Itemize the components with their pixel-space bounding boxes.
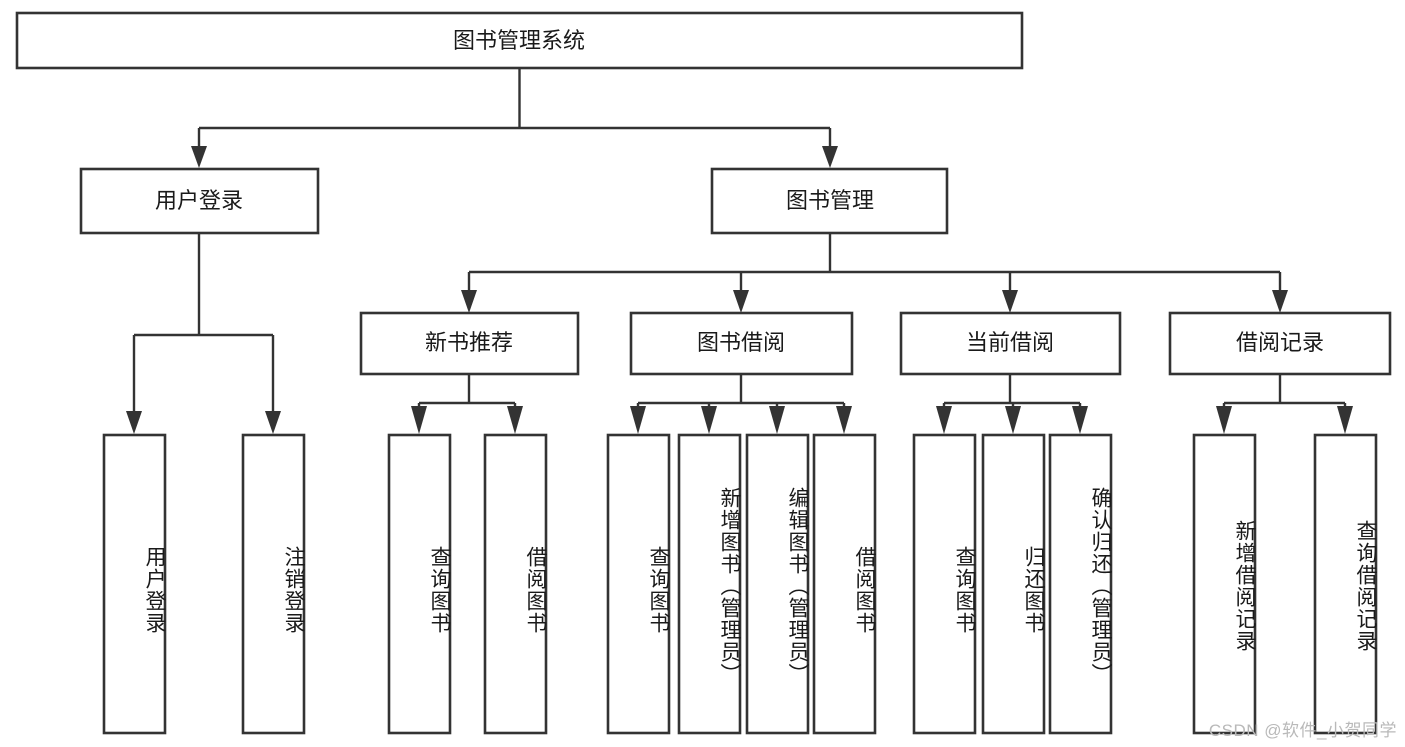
leaf-box-confirm-return[interactable] — [1048, 433, 1113, 735]
arrow-leaf-return-book — [1005, 406, 1021, 434]
arrow-book-management — [822, 146, 838, 168]
leaf-box-user-login[interactable] — [102, 433, 167, 735]
arrow-book-borrow — [733, 290, 749, 313]
node-label-book-management: 图书管理 — [786, 188, 874, 213]
arrow-leaf-query-book-2 — [630, 406, 646, 434]
node-label-borrow-record: 借阅记录 — [1236, 330, 1324, 355]
leaf-box-borrow-book-1[interactable] — [483, 433, 548, 735]
leaf-box-logout-login[interactable] — [241, 433, 306, 735]
leaf-layer — [102, 433, 1378, 735]
leaf-box-query-book-2[interactable] — [606, 433, 671, 735]
node-box-new-book-recommend[interactable] — [359, 311, 580, 376]
node-label-root: 图书管理系统 — [453, 28, 585, 53]
leaf-box-borrow-book-2[interactable] — [812, 433, 877, 735]
arrow-user-login — [191, 146, 207, 168]
arrow-current-borrow — [1002, 290, 1018, 313]
node-label-user-login: 用户登录 — [155, 188, 243, 213]
leaf-box-edit-book[interactable] — [745, 433, 810, 735]
leaf-box-query-book-3[interactable] — [912, 433, 977, 735]
csdn-watermark: CSDN @软件_小贺同学 — [1208, 721, 1397, 740]
arrow-leaf-borrow-book-2 — [836, 406, 852, 434]
node-box-book-management[interactable] — [710, 167, 949, 235]
node-layer: 图书管理系统 用户登录 图书管理 新书推荐 图书借阅 当前借阅 借阅记录 — [15, 11, 1392, 376]
node-box-borrow-record[interactable] — [1168, 311, 1392, 376]
node-box-current-borrow[interactable] — [899, 311, 1122, 376]
node-label-current-borrow: 当前借阅 — [966, 330, 1054, 355]
connector-layer — [126, 68, 1353, 434]
leaf-box-add-record[interactable] — [1192, 433, 1257, 735]
node-box-root[interactable] — [15, 11, 1024, 70]
arrow-leaf-user-login — [126, 411, 142, 434]
arrow-leaf-logout-login — [265, 411, 281, 434]
leaf-box-query-record[interactable] — [1313, 433, 1378, 735]
arrow-leaf-confirm-return — [1072, 406, 1088, 434]
arrow-leaf-borrow-book-1 — [507, 406, 523, 434]
arrow-leaf-edit-book — [769, 406, 785, 434]
arrow-new-book-recommend — [461, 290, 477, 313]
arrow-leaf-add-book — [701, 406, 717, 434]
node-box-book-borrow[interactable] — [629, 311, 854, 376]
arrow-leaf-add-record — [1216, 406, 1232, 434]
arrow-borrow-record — [1272, 290, 1288, 313]
arrow-leaf-query-book-3 — [936, 406, 952, 434]
node-label-new-book-recommend: 新书推荐 — [425, 330, 513, 355]
node-label-book-borrow: 图书借阅 — [697, 330, 785, 355]
leaf-box-query-book-1[interactable] — [387, 433, 452, 735]
leaf-box-add-book[interactable] — [677, 433, 742, 735]
arrow-leaf-query-book-1 — [411, 406, 427, 434]
leaf-box-return-book[interactable] — [981, 433, 1046, 735]
node-box-user-login[interactable] — [79, 167, 320, 235]
arrow-leaf-query-record — [1337, 406, 1353, 434]
